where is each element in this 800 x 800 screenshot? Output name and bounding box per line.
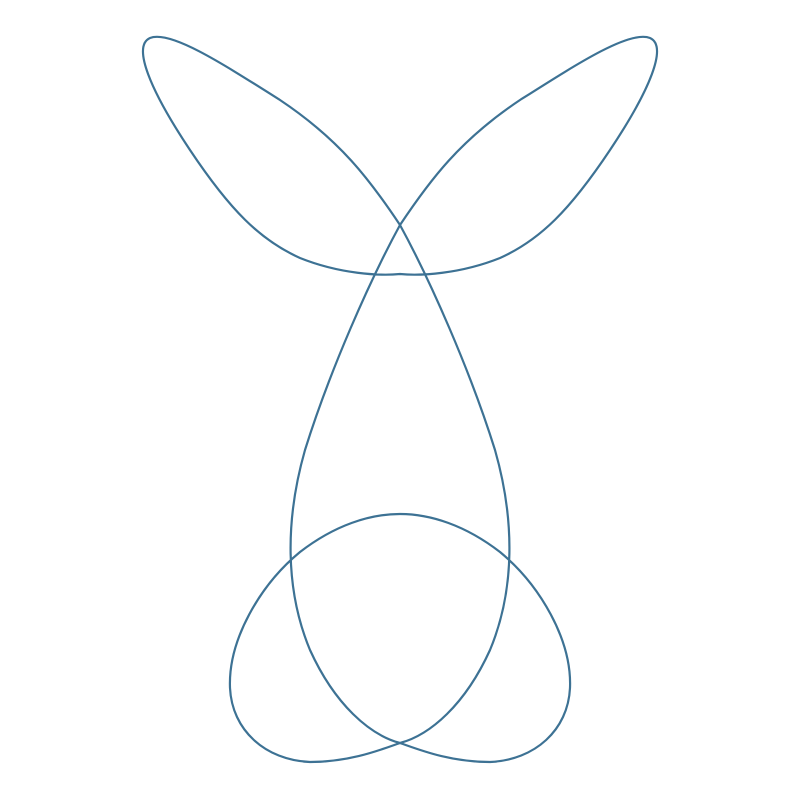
closed-curve: [141, 35, 659, 764]
